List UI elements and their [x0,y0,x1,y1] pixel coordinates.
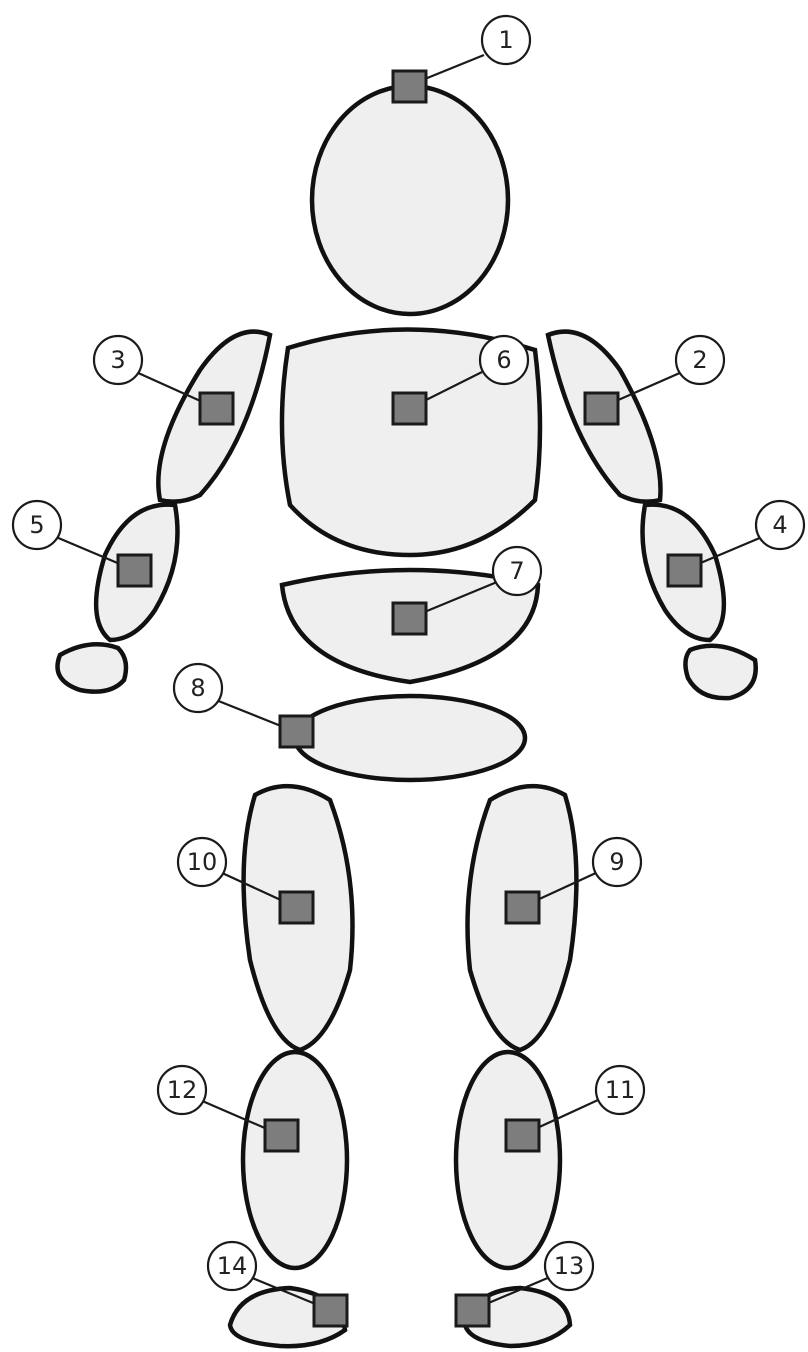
label-text: 3 [110,346,125,374]
sensor-marker-10 [280,892,313,923]
sensor-label-10: 10 [178,838,226,886]
right-shin-segment [456,1052,560,1268]
label-text: 10 [187,848,218,876]
sensor-label-7: 7 [493,547,541,595]
sensor-label-3: 3 [94,336,142,384]
sensor-label-8: 8 [174,664,222,712]
sensor-marker-14 [314,1295,347,1326]
sensor-marker-6 [393,393,426,424]
sensor-marker-8 [280,716,313,747]
label-text: 14 [217,1252,248,1280]
sensor-marker-7 [393,603,426,634]
sensor-marker-9 [506,892,539,923]
label-text: 11 [605,1076,636,1104]
sensor-marker-12 [265,1120,298,1151]
right-hand-segment [685,646,755,698]
label-text: 4 [772,511,787,539]
body-figure [58,86,756,1346]
label-text: 8 [190,674,205,702]
label-text: 7 [509,557,524,585]
left-hand-segment [58,644,127,691]
pelvis-segment [295,696,525,780]
sensor-label-5: 5 [13,501,61,549]
left-shin-segment [243,1052,347,1268]
sensor-marker-2 [585,393,618,424]
sensor-label-13: 13 [545,1242,593,1290]
label-text: 6 [496,346,511,374]
label-text: 9 [609,848,624,876]
sensor-marker-4 [668,555,701,586]
sensor-label-4: 4 [756,501,804,549]
sensor-label-1: 1 [482,16,530,64]
sensor-label-6: 6 [480,336,528,384]
sensor-label-12: 12 [158,1066,206,1114]
sensor-label-2: 2 [676,336,724,384]
label-text: 2 [692,346,707,374]
head-segment [312,86,508,314]
sensor-label-9: 9 [593,838,641,886]
sensor-marker-3 [200,393,233,424]
label-text: 5 [29,511,44,539]
sensor-marker-13 [456,1295,489,1326]
sensor-marker-1 [393,71,426,102]
label-text: 12 [167,1076,198,1104]
sensor-label-14: 14 [208,1242,256,1290]
sensor-marker-11 [506,1120,539,1151]
sensor-marker-5 [118,555,151,586]
sensor-label-11: 11 [596,1066,644,1114]
label-text: 1 [498,26,513,54]
label-text: 13 [554,1252,585,1280]
